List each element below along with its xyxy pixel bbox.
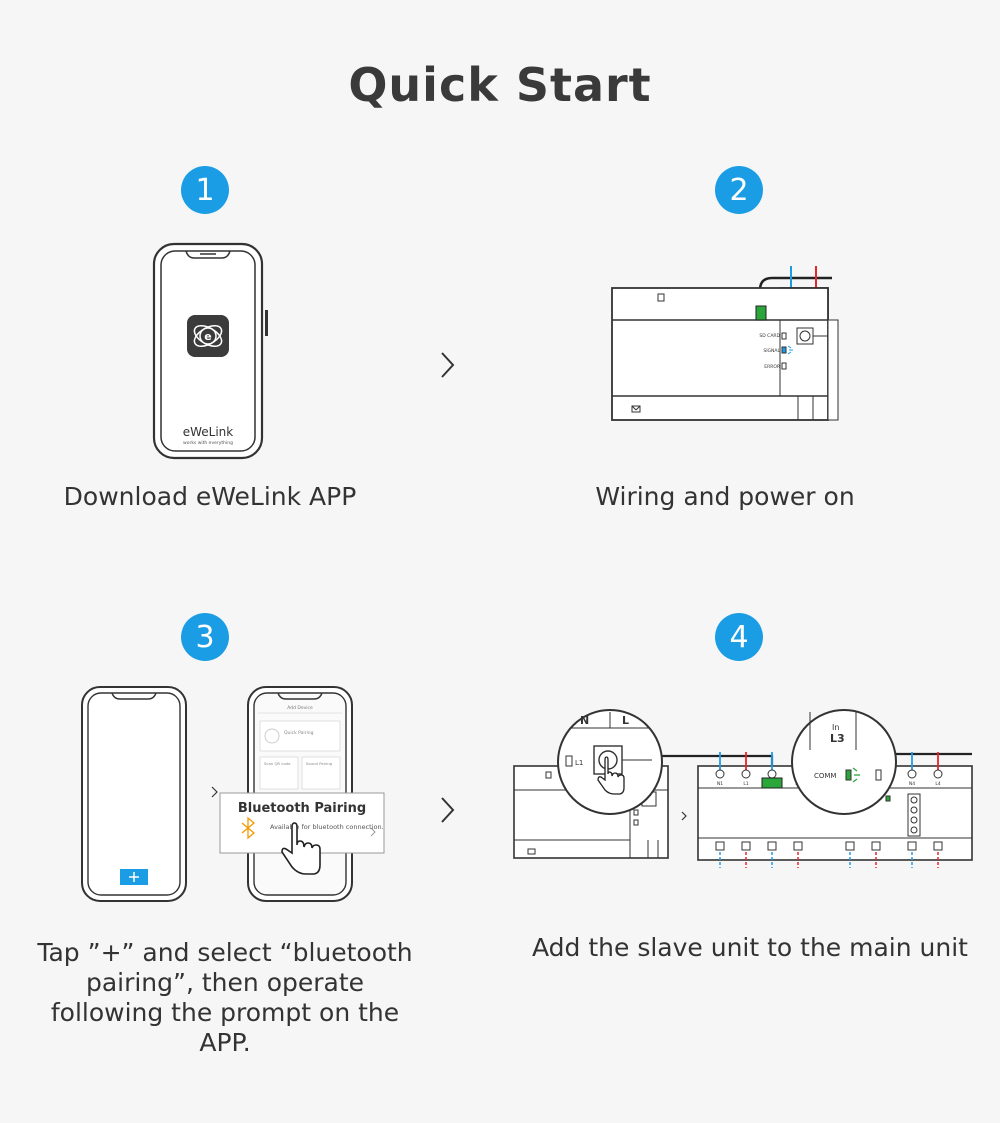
svg-text:ERROR: ERROR [764, 364, 780, 370]
svg-text:e: e [204, 330, 211, 343]
app-tagline: works with everything [183, 440, 233, 446]
step-1-caption: Download eWeLink APP [63, 482, 357, 511]
svg-text:N: N [580, 714, 589, 727]
step-2-badge: 2 [715, 166, 763, 214]
slave-output-terminal [715, 841, 725, 851]
slave-terminal-screw [933, 769, 943, 779]
step-4-badge: 4 [715, 613, 763, 661]
svg-text:Bluetooth Pairing: Bluetooth Pairing [238, 801, 366, 816]
slave-unit-connection-illustration: N1L1N2L2N3L3N4L4 N L L1 In L3 COMM [513, 709, 973, 868]
step-3-badge: 3 [181, 613, 229, 661]
bluetooth-pairing-illustration: Add Device Quick Pairing Scan QR code So… [81, 686, 385, 902]
svg-text:Add Device: Add Device [287, 705, 313, 711]
device-wiring-illustration: N L SD CARD SIGNAL ERROR [611, 266, 839, 421]
slave-output-terminal [871, 841, 881, 851]
slave-terminal-label: L1 [743, 781, 749, 787]
svg-text:In: In [832, 723, 839, 732]
phone-ewelink-illustration: e eWeLink works with everything [152, 242, 268, 460]
slave-terminal-screw [741, 769, 751, 779]
slave-output-terminal [767, 841, 777, 851]
step-3-caption: Tap ”+” and select “bluetooth pairing”, … [37, 938, 413, 1057]
slave-terminal-screw [767, 769, 777, 779]
svg-text:Scan QR code: Scan QR code [264, 761, 291, 766]
slave-terminal-label: N4 [909, 781, 915, 787]
svg-text:Available for bluetooth connec: Available for bluetooth connection. [270, 823, 384, 831]
step-2-caption: Wiring and power on [595, 482, 855, 511]
chevron-right-icon-2 [441, 797, 455, 823]
svg-text:L1: L1 [575, 759, 583, 767]
slave-terminal-screw [715, 769, 725, 779]
slave-output-terminal [741, 841, 751, 851]
slave-output-terminal [933, 841, 943, 851]
bluetooth-icon [241, 816, 256, 840]
svg-text:L3: L3 [830, 732, 845, 745]
svg-text:SIGNAL: SIGNAL [763, 348, 780, 354]
slave-output-terminal [845, 841, 855, 851]
slave-terminal-label: L4 [935, 781, 941, 787]
svg-text:Sound Pairing: Sound Pairing [306, 761, 333, 766]
svg-text:Quick Pairing: Quick Pairing [284, 730, 314, 736]
step-1-badge: 1 [181, 166, 229, 214]
hand-pointer-icon [281, 822, 321, 875]
svg-text:SD CARD: SD CARD [759, 333, 780, 339]
slave-terminal-label: N1 [717, 781, 723, 787]
page-title: Quick Start [348, 58, 652, 112]
slave-terminal-screw [907, 769, 917, 779]
chevron-right-icon [441, 352, 455, 378]
app-name: eWeLink [183, 425, 234, 439]
step-4-caption: Add the slave unit to the main unit [532, 933, 968, 962]
svg-text:L: L [622, 714, 629, 727]
slave-output-terminal [907, 841, 917, 851]
ewelink-logo: e [187, 315, 229, 357]
slave-output-terminal [793, 841, 803, 851]
svg-text:COMM: COMM [814, 772, 836, 780]
